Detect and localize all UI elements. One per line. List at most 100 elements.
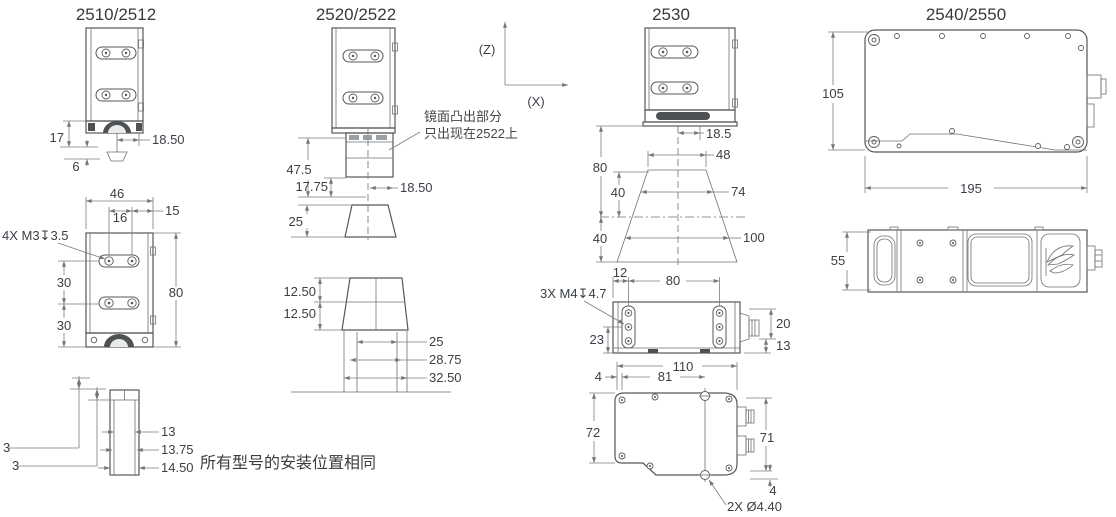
laser-window xyxy=(106,151,128,162)
side-view-2530: 18.5 48 74 100 xyxy=(593,27,765,266)
mount-tab xyxy=(138,102,144,112)
dim-4-left: 4 xyxy=(595,369,623,390)
dim-label: 25 xyxy=(429,334,443,349)
dim-label: 48 xyxy=(716,147,730,162)
dim-18-50: 18.50 xyxy=(117,132,185,147)
dim-110: 110 xyxy=(616,359,738,390)
side-view-2510: 17 6 18.50 xyxy=(50,27,185,174)
dim-47-5: 47.5 xyxy=(286,137,366,198)
mount-tab xyxy=(150,315,156,325)
side-view-2520: 47.5 17.75 25 18.50 镜面凸出部分 只出现在2 xyxy=(286,27,518,240)
mounting-note: 所有型号的安装位置相同 xyxy=(200,454,376,472)
dim-label: 32.50 xyxy=(429,370,462,385)
dim-label: 17.75 xyxy=(295,179,328,194)
logo-mark xyxy=(1045,245,1076,276)
lens-hood-front xyxy=(341,277,409,331)
figure-2540-2550: 2540/2550 105 xyxy=(822,5,1107,293)
annotation-line2: 只出现在2522上 xyxy=(424,126,518,141)
dim-label: 13 xyxy=(161,424,175,439)
laser-window xyxy=(967,233,1033,287)
dim-195: 195 xyxy=(864,156,1088,196)
dim-55: 55 xyxy=(831,231,871,291)
dim-16: 16 xyxy=(108,207,133,255)
dim-label: 18.50 xyxy=(152,132,185,147)
dim-13: 13 xyxy=(102,424,175,439)
dim-18-50: 18.50 xyxy=(370,180,433,195)
bottom-profile xyxy=(865,133,1087,151)
dim-label: 80 xyxy=(593,160,607,175)
lens-hood xyxy=(344,204,397,238)
connector xyxy=(745,409,755,424)
dim-label: 80 xyxy=(169,285,183,300)
dim-label: 100 xyxy=(743,230,765,245)
dim-30-upper: 30 xyxy=(57,260,99,305)
dim-label: 80 xyxy=(666,273,680,288)
dim-label: 14.50 xyxy=(161,460,194,475)
figure-title-2510: 2510/2512 xyxy=(76,5,156,24)
dim-label: 18.5 xyxy=(706,126,731,141)
dim-23: 23 xyxy=(590,326,622,354)
connector xyxy=(1086,74,1102,99)
mount-tab xyxy=(392,105,398,115)
camera-window xyxy=(873,235,896,286)
figure-title-2530: 2530 xyxy=(652,5,690,24)
dim-32-50: 32.50 xyxy=(344,370,462,385)
mount-tab xyxy=(392,42,398,52)
dim-12: 12 xyxy=(612,265,629,306)
base-plate xyxy=(642,121,738,127)
base-strip xyxy=(331,127,396,134)
dim-label: 16 xyxy=(113,210,127,225)
dim-label: 23 xyxy=(590,332,604,347)
dim-17-75: 17.75 xyxy=(295,177,346,197)
dim-label: 195 xyxy=(960,181,982,196)
connector xyxy=(1086,245,1096,271)
dim-label: 55 xyxy=(831,253,845,268)
front-view-2510: 46 16 15 4X M3↧3.5 30 xyxy=(2,186,183,348)
front-view-2520: 12.50 12.50 25 28.75 32.50 xyxy=(283,277,462,393)
x-axis-label: (X) xyxy=(527,94,544,109)
dim-3-upper: 3 xyxy=(3,376,106,455)
laser-window xyxy=(656,112,710,120)
z-axis-label: (Z) xyxy=(479,42,496,57)
connector xyxy=(739,312,750,343)
dim-label: 40 xyxy=(611,185,625,200)
mount-tab xyxy=(732,98,738,108)
dim-105: 105 xyxy=(822,31,868,151)
dim-label: 13.75 xyxy=(161,442,194,457)
dim-label: 110 xyxy=(673,359,694,374)
dim-label: 47.5 xyxy=(286,162,311,177)
dim-label: 105 xyxy=(822,86,844,101)
connector xyxy=(745,438,755,453)
connector xyxy=(736,435,747,456)
dim-label: 40 xyxy=(593,231,607,246)
dim-label: 3 xyxy=(12,458,19,473)
dim-4-right: 4 xyxy=(750,464,778,498)
dim-13-75: 13.75 xyxy=(100,442,194,457)
dim-6: 6 xyxy=(64,140,100,174)
dim-label: 12 xyxy=(613,265,627,280)
dim-80-clearance: 80 xyxy=(593,125,643,217)
dim-48: 48 xyxy=(647,147,730,167)
dim-label: 30 xyxy=(57,275,71,290)
thread-callout-2510: 4X M3↧3.5 xyxy=(2,228,106,260)
dim-label: 20 xyxy=(776,316,790,331)
dim-71: 71 xyxy=(746,397,774,472)
dim-label: 12.50 xyxy=(283,306,316,321)
dim-12-50-upper: 12.50 xyxy=(283,277,350,303)
figure-title-2540: 2540/2550 xyxy=(926,5,1006,24)
dim-label: 25 xyxy=(289,214,303,229)
dim-17: 17 xyxy=(50,120,98,148)
sensor-body xyxy=(85,232,154,334)
dim-label: 17 xyxy=(50,130,64,145)
dim-40-upper: 40 xyxy=(611,171,649,217)
dim-label: 15 xyxy=(165,203,179,218)
connector xyxy=(1094,249,1103,268)
dim-25-front: 25 xyxy=(357,334,443,349)
dim-label: 46 xyxy=(110,186,124,201)
thread-label: 4X M3↧3.5 xyxy=(2,228,69,243)
connector xyxy=(736,406,747,427)
dim-label: 72 xyxy=(586,425,600,440)
dim-30-lower: 30 xyxy=(57,304,86,348)
dim-label: 13 xyxy=(776,338,790,353)
top-view-2540: 105 195 xyxy=(822,29,1107,196)
